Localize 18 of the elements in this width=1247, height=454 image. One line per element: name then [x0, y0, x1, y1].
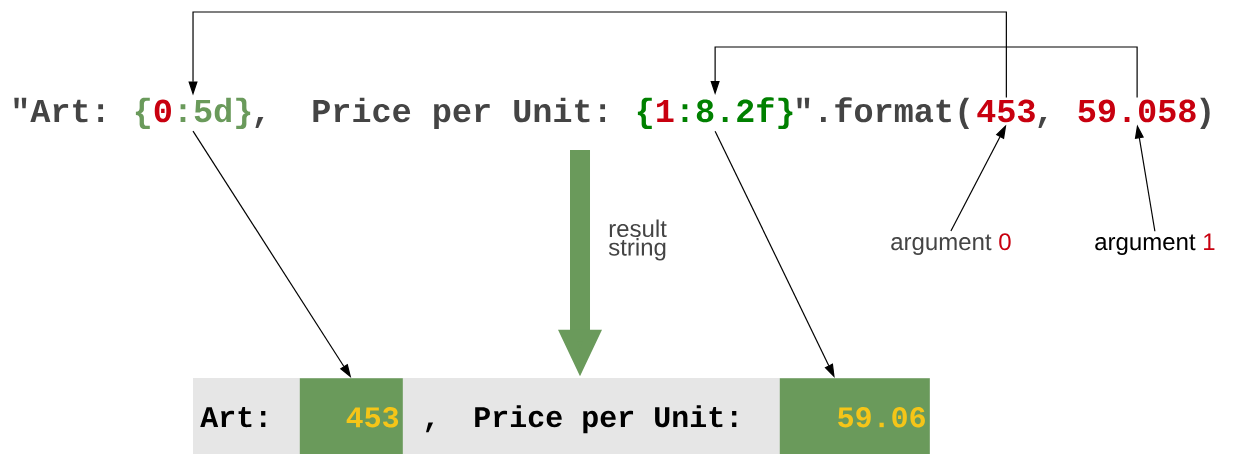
code-text: , — [255, 117, 264, 128]
argument-value: 59.058 — [1078, 99, 1196, 123]
output-field: 59.06 — [779, 378, 930, 454]
format-spec: {0 :5d} — [135, 97, 251, 129]
output-bar: Art: 453 , Price per Unit: 59.06 — [193, 378, 930, 454]
code-text: ".format( — [797, 97, 970, 129]
argument-label: argument 0 — [891, 233, 1011, 255]
code-text: ) — [1200, 97, 1210, 129]
code-text: Price per Unit: — [313, 97, 606, 129]
argument-label: argument 1 — [1095, 233, 1215, 255]
arrow — [710, 46, 1138, 98]
argument-value: 453 — [977, 99, 1035, 123]
output-field: 453 — [299, 378, 403, 454]
code-text: , — [1038, 117, 1047, 128]
arrow — [188, 11, 1007, 98]
edge-label: result string — [608, 219, 667, 261]
format-spec: {1 :8.2f} — [637, 97, 793, 129]
code-text: "Art: — [14, 97, 104, 123]
